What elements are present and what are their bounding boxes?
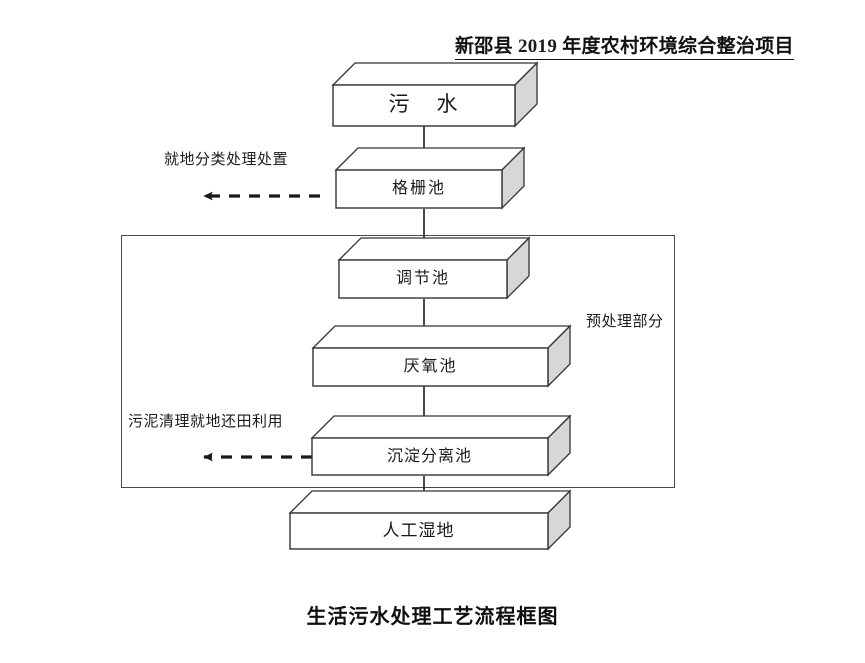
node-regulating[interactable]: 调节池 [337, 236, 531, 300]
side-note-sludge-farmland: 污泥清理就地还田利用 [128, 413, 284, 430]
node-anaerobic[interactable]: 厌氧池 [311, 324, 572, 388]
node-regulating-front-face [338, 259, 508, 299]
node-settling-front-face [311, 437, 549, 476]
node-anaerobic-top-face [311, 325, 572, 349]
title-prefix: 新邵县 [455, 36, 518, 57]
node-wastewater-top-face [331, 62, 539, 86]
node-regulating-shape [337, 236, 531, 300]
node-settling-shape [310, 414, 572, 477]
node-grille-shape [334, 146, 526, 210]
title-year: 2019 [517, 36, 558, 57]
pretreatment-group-label: 预处理部分 [586, 313, 664, 330]
node-settling[interactable]: 沉淀分离池 [310, 414, 572, 477]
node-wetland-front-face [289, 512, 549, 550]
node-regulating-top-face [337, 237, 531, 261]
node-wastewater-shape [331, 61, 539, 128]
node-grille-top-face [334, 147, 526, 171]
node-wetland[interactable]: 人工湿地 [288, 489, 572, 551]
node-grille[interactable]: 格栅池 [334, 146, 526, 210]
figure-caption: 生活污水处理工艺流程框图 [306, 606, 559, 628]
node-wastewater[interactable]: 污 水 [331, 61, 539, 128]
side-note-onsite-sorting: 就地分类处理处置 [164, 151, 289, 168]
node-anaerobic-shape [311, 324, 572, 388]
node-wetland-top-face [288, 490, 572, 514]
page-title: 新邵县 2019 年度农村环境综合整治项目 [455, 36, 794, 60]
title-suffix: 年度农村环境综合整治项目 [557, 36, 794, 57]
pretreatment-group-box [121, 235, 675, 488]
node-wastewater-front-face [332, 84, 516, 127]
node-grille-front-face [335, 169, 503, 209]
node-wetland-shape [288, 489, 572, 551]
node-anaerobic-front-face [312, 347, 549, 387]
node-settling-top-face [310, 415, 572, 439]
